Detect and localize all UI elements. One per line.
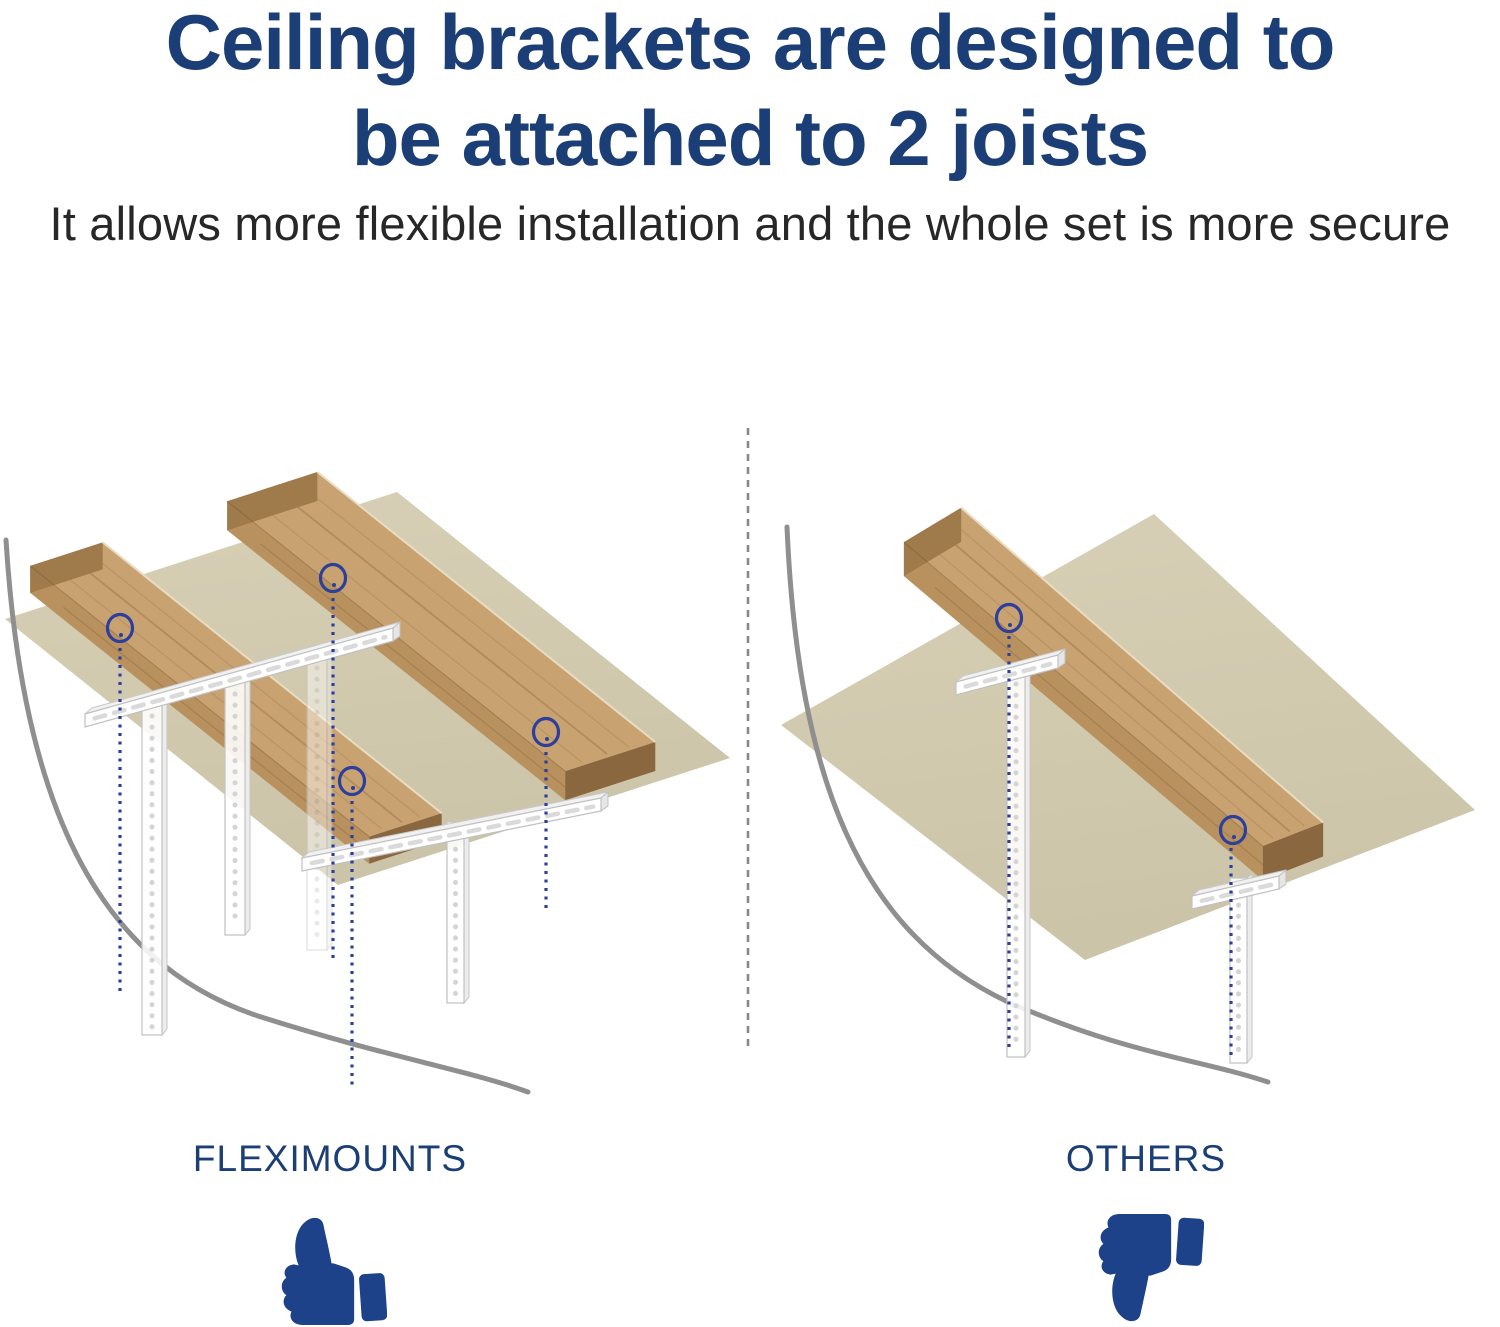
left-panel-label: FLEXIMOUNTS: [192, 1138, 468, 1179]
page-title: Ceiling brackets are designed to be atta…: [0, 0, 1500, 186]
thumbs-down-icon: [1098, 1214, 1204, 1322]
page-subtitle: It allows more flexible installation and…: [49, 197, 1451, 250]
title-line-1: Ceiling brackets are designed to: [165, 0, 1336, 86]
right-panel-label: OTHERS: [1065, 1138, 1227, 1179]
title-line-2: be attached to 2 joists: [351, 94, 1149, 182]
thumbs-up-icon: [281, 1217, 387, 1325]
